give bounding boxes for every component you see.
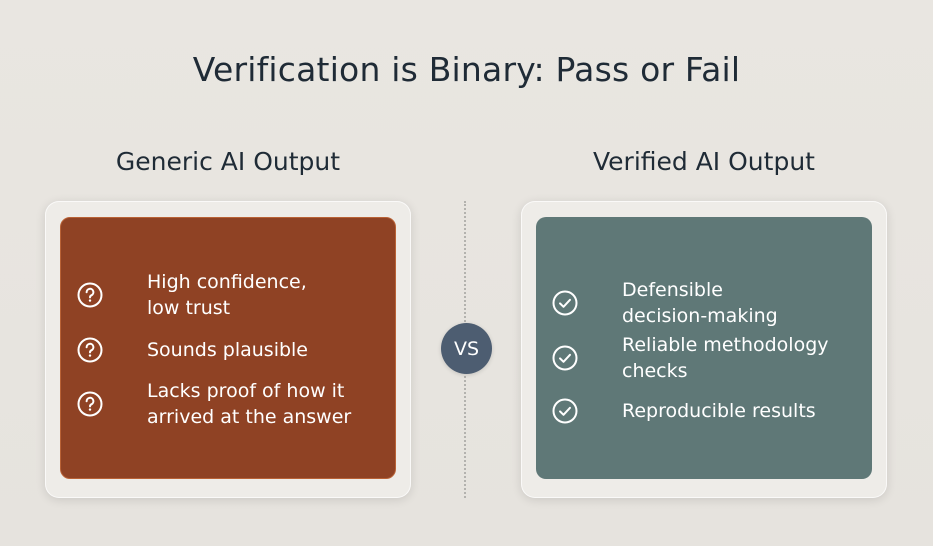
check-circle-icon — [551, 344, 579, 372]
verified-item-text: Reliable methodology checks — [622, 334, 829, 382]
generic-output-card: High confidence, low trust Sounds plausi… — [60, 217, 396, 479]
verified-item-3: Reproducible results — [551, 397, 851, 425]
vs-badge: VS — [441, 323, 492, 374]
verified-item-1: Defensible decision-making — [551, 277, 851, 329]
check-circle-icon — [551, 397, 579, 425]
generic-item-2: Sounds plausible — [76, 336, 376, 364]
generic-output-heading: Generic AI Output — [115, 147, 341, 176]
verified-output-heading: Verified AI Output — [593, 147, 815, 176]
generic-item-1: High confidence, low trust — [76, 269, 376, 321]
question-circle-icon — [76, 390, 104, 418]
generic-item-text: Sounds plausible — [147, 339, 308, 361]
verified-item-text: Defensible decision-making — [622, 279, 778, 327]
generic-item-3: Lacks proof of how it arrived at the ans… — [76, 378, 376, 430]
question-circle-icon — [76, 281, 104, 309]
generic-item-text: Lacks proof of how it arrived at the ans… — [147, 380, 352, 428]
generic-item-text: High confidence, low trust — [147, 271, 307, 319]
check-circle-icon — [551, 289, 579, 317]
verified-item-text: Reproducible results — [622, 400, 816, 422]
verified-output-panel: Defensible decision-making Reliable meth… — [521, 201, 887, 498]
page-title: Verification is Binary: Pass or Fail — [192, 50, 741, 89]
question-circle-icon — [76, 336, 104, 364]
generic-output-panel: High confidence, low trust Sounds plausi… — [45, 201, 411, 498]
verified-item-2: Reliable methodology checks — [551, 332, 851, 384]
verified-output-card: Defensible decision-making Reliable meth… — [536, 217, 872, 479]
